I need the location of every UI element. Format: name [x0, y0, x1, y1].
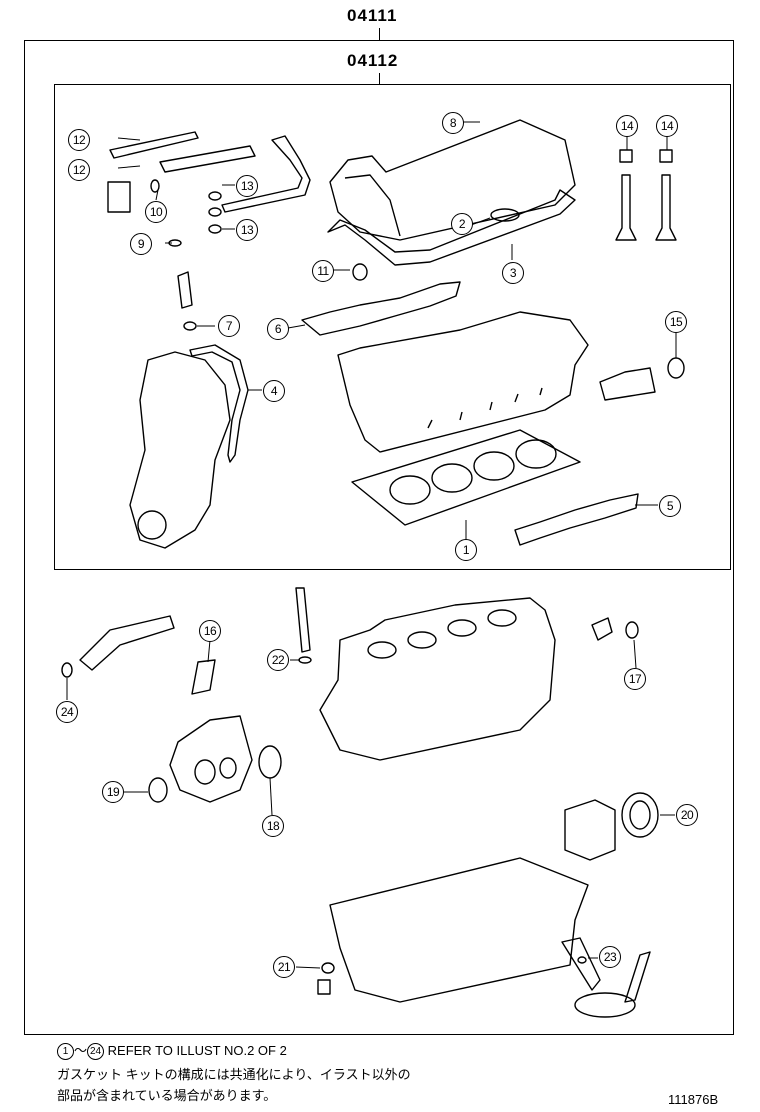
cylinder-head [337, 311, 589, 453]
callout-2: 2 [451, 213, 473, 235]
callout-13-lower: 13 [236, 219, 258, 241]
head-cover-gasket [327, 189, 576, 266]
japanese-note-line-1: ガスケット キットの構成には共通化により、イラスト以外の [57, 1067, 411, 1082]
oil-pipe [599, 367, 656, 401]
range-end-callout: 24 [87, 1043, 105, 1061]
oil-pump [169, 715, 253, 803]
sensor-17 [591, 617, 613, 641]
callout-22: 22 [267, 649, 289, 671]
callout-5: 5 [659, 495, 681, 517]
callout-14-right: 14 [656, 115, 678, 137]
oil-pan [317, 857, 589, 1003]
cylinder-block [319, 597, 556, 761]
gasket-kit-frame [24, 40, 734, 1035]
oil-strainer [561, 937, 651, 1018]
callout-21: 21 [273, 956, 295, 978]
fuel-pipe-group [107, 131, 311, 331]
cylinder-head-gasket [351, 429, 581, 526]
oil-seal-15 [667, 357, 685, 379]
callout-20: 20 [676, 804, 698, 826]
callout-4: 4 [263, 380, 285, 402]
water-outlet-pipe [79, 615, 175, 671]
range-separator: ～ [74, 1043, 88, 1058]
cylinder-head-cover [329, 119, 576, 281]
callout-1: 1 [455, 539, 477, 561]
callout-15: 15 [665, 311, 687, 333]
timing-chain-cover [129, 351, 231, 549]
intake-manifold-gasket [301, 281, 461, 336]
callout-3: 3 [502, 262, 524, 284]
callout-23: 23 [599, 946, 621, 968]
callout-16: 16 [199, 620, 221, 642]
callout-9: 9 [130, 233, 152, 255]
callout-14-left: 14 [616, 115, 638, 137]
oil-seal-18 [258, 745, 282, 779]
callout-6: 6 [267, 318, 289, 340]
callout-8: 8 [442, 112, 464, 134]
oil-seal-19 [148, 777, 168, 803]
kit-leader-line [379, 28, 380, 40]
callout-11: 11 [312, 260, 334, 282]
callout-19: 19 [102, 781, 124, 803]
illustration-id: 111876B [668, 1092, 719, 1107]
subkit-part-code: 04112 [347, 51, 399, 70]
exhaust-manifold-gasket [514, 493, 639, 546]
valve-pair [615, 149, 677, 241]
range-start-callout: 1 [57, 1043, 74, 1061]
bracket-16 [191, 659, 216, 695]
subkit-leader-line [379, 73, 380, 84]
refer-text: REFER TO ILLUST NO.2 OF 2 [107, 1043, 287, 1058]
callout-12-upper: 12 [68, 129, 90, 151]
callout-13-upper: 13 [236, 175, 258, 197]
dipstick-tube [295, 587, 311, 653]
callout-7: 7 [218, 315, 240, 337]
callout-12-lower: 12 [68, 159, 90, 181]
head-gasket-subkit-frame [54, 84, 731, 570]
japanese-note-line-2: 部品が含まれている場合があります。 [57, 1088, 277, 1103]
callout-18: 18 [262, 815, 284, 837]
callout-17: 17 [624, 668, 646, 690]
timing-cover-gasket [189, 344, 249, 463]
rear-oil-seal-retainer [564, 792, 659, 861]
kit-part-code: 04111 [347, 6, 398, 25]
reference-note: 1～24 REFER TO ILLUST NO.2 OF 2 [57, 1040, 287, 1061]
callout-24: 24 [56, 701, 78, 723]
callout-10: 10 [145, 201, 167, 223]
